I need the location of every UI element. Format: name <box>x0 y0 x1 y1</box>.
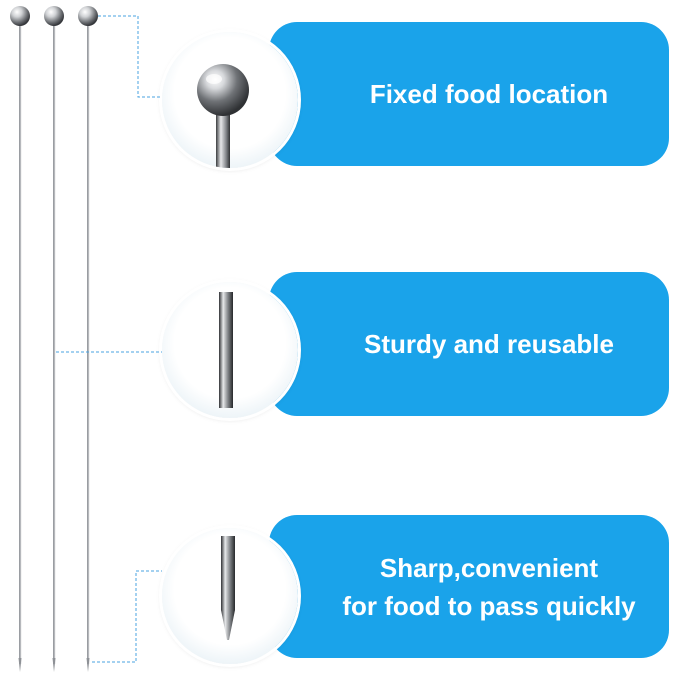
leader-line-head <box>98 15 162 98</box>
feature-label: Fixed food location <box>369 79 609 109</box>
feature-label: Sturdy and reusable <box>364 329 614 359</box>
shaft-icon <box>219 292 233 408</box>
zoom-circle-tip <box>162 528 298 664</box>
leader-lines <box>56 15 162 663</box>
skewer-1 <box>10 6 30 672</box>
leader-line-tip <box>92 570 162 663</box>
feature-card-sturdy: Sturdy and reusable <box>269 272 669 416</box>
zoom-circle-head <box>162 32 298 168</box>
feature-card-sharp: Sharp,convenient for food to pass quickl… <box>269 515 669 658</box>
needle-tip-icon <box>221 536 235 640</box>
ball-head-icon <box>197 64 249 168</box>
feature-label: Sharp,convenient for food to pass quickl… <box>342 552 636 621</box>
zoom-circle-shaft <box>162 282 298 418</box>
feature-card-fixed-location: Fixed food location <box>269 22 669 166</box>
skewer-3 <box>78 6 98 672</box>
skewer-2 <box>44 6 64 672</box>
